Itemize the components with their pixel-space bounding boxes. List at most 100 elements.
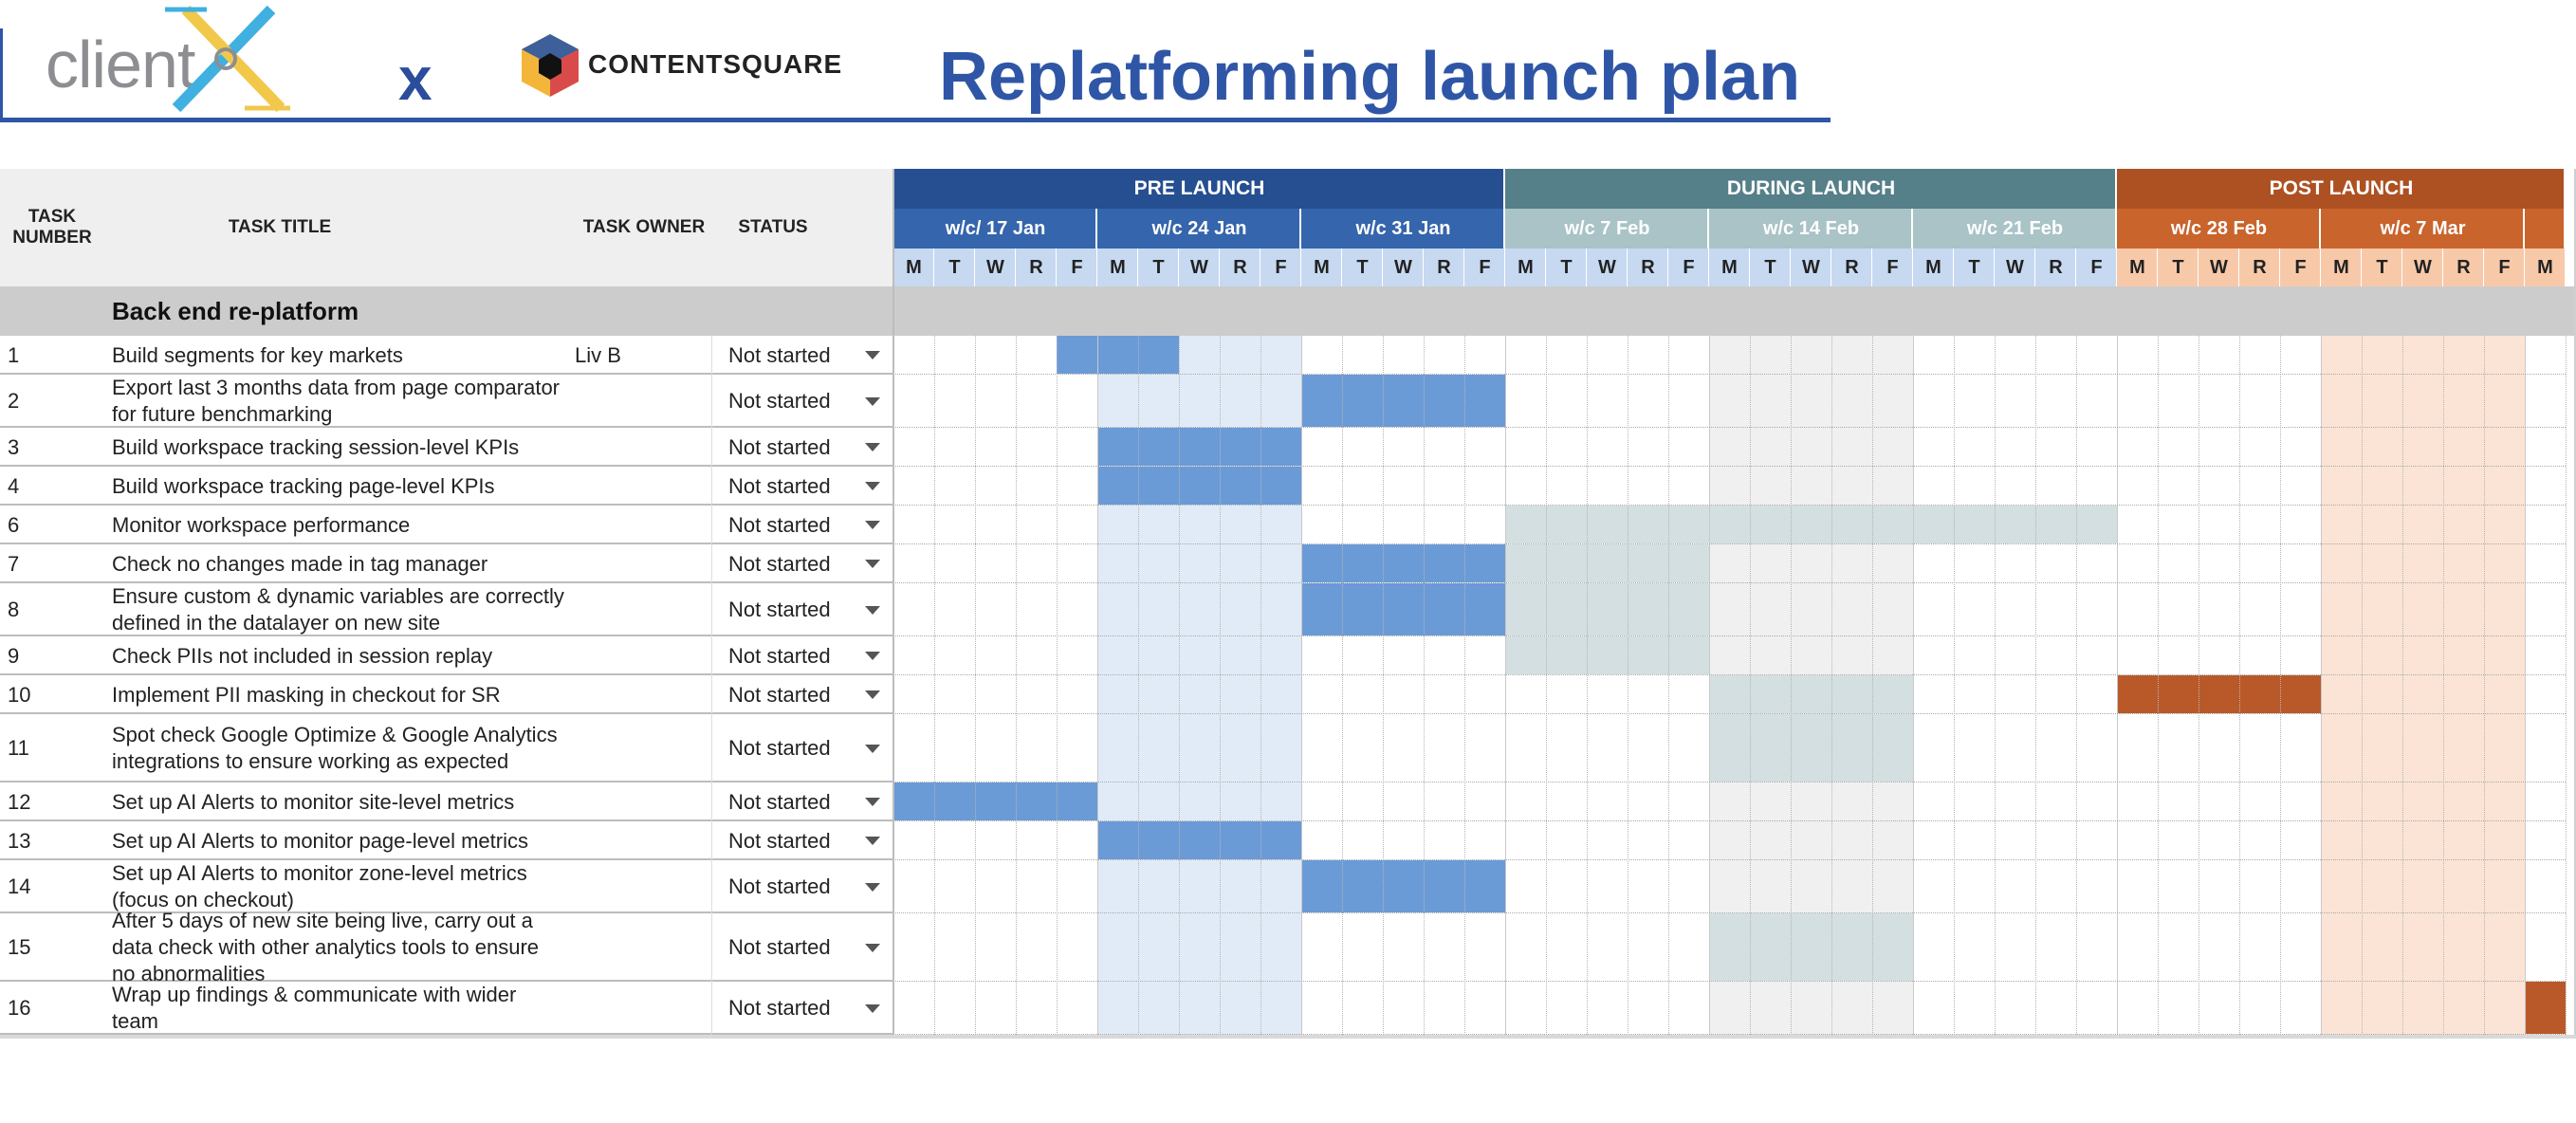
task-number: 6 <box>8 512 20 537</box>
status-dropdown[interactable]: Not started <box>728 336 893 375</box>
day-header <box>2484 249 2525 286</box>
row-gridline <box>893 713 2566 714</box>
day-letter: F <box>2498 257 2511 278</box>
day-letter: M <box>2537 257 2553 278</box>
day-letter: M <box>1314 257 1330 278</box>
day-header <box>2158 249 2199 286</box>
day-header <box>1546 249 1587 286</box>
dropdown-caret-icon[interactable] <box>865 351 880 359</box>
status-dropdown[interactable]: Not started <box>728 467 893 506</box>
day-header <box>1301 249 1342 286</box>
week-label <box>2525 209 2566 249</box>
day-header <box>1179 249 1220 286</box>
dropdown-caret-icon[interactable] <box>865 482 880 490</box>
status-dropdown[interactable]: Not started <box>728 583 893 636</box>
task-owner <box>575 982 719 1035</box>
status-dropdown[interactable]: Not started <box>728 982 893 1035</box>
status-dropdown[interactable]: Not started <box>728 428 893 467</box>
gantt-bar-during <box>1709 714 1913 782</box>
gantt-bar-pre <box>1301 375 1505 427</box>
task-title: Set up AI Alerts to monitor page-level m… <box>112 828 528 853</box>
day-header <box>1057 249 1097 286</box>
day-header <box>2076 249 2117 286</box>
task-owner <box>575 467 719 506</box>
day-header <box>2525 249 2566 286</box>
phase-header <box>2117 169 2566 209</box>
day-letter: M <box>1925 257 1941 278</box>
status-dropdown[interactable]: Not started <box>728 375 893 428</box>
status-dropdown[interactable]: Not started <box>728 913 893 982</box>
dropdown-caret-icon[interactable] <box>865 690 880 699</box>
status-dropdown[interactable]: Not started <box>728 636 893 675</box>
row-divider <box>0 712 893 714</box>
dropdown-caret-icon[interactable] <box>865 605 880 615</box>
day-header <box>2117 249 2158 286</box>
page-header: client x CONTENTSQUARE Replatforming lau… <box>0 0 2576 167</box>
day-gridline <box>2035 336 2036 1035</box>
day-letter: T <box>1968 257 1980 278</box>
dropdown-caret-icon[interactable] <box>865 882 880 892</box>
dropdown-caret-icon[interactable] <box>865 837 880 845</box>
day-header <box>2280 249 2321 286</box>
day-letter: R <box>1029 257 1043 278</box>
row-divider <box>0 673 893 675</box>
status-dropdown[interactable]: Not started <box>728 544 893 583</box>
row-divider <box>0 373 893 375</box>
task-owner <box>575 675 719 714</box>
gantt-bar-during <box>1505 506 2117 543</box>
day-gridline <box>1424 336 1425 1035</box>
dropdown-caret-icon[interactable] <box>865 521 880 529</box>
day-letter: T <box>948 257 961 278</box>
gantt-bar-post <box>2525 982 2566 1034</box>
row-divider <box>0 819 893 821</box>
row-gridline <box>893 859 2566 860</box>
day-gridline <box>2402 336 2403 1035</box>
week-header <box>2321 209 2525 249</box>
task-owner <box>575 375 719 428</box>
gantt-bar-pre <box>1301 583 1505 635</box>
day-gridline <box>1301 336 1302 1035</box>
gantt-bar-during <box>1709 913 1913 981</box>
task-owner <box>575 860 719 913</box>
row-gridline <box>893 374 2566 375</box>
task-title: Export last 3 months data from page comp… <box>112 376 561 426</box>
row-gridline <box>893 981 2566 982</box>
day-gridline <box>1750 336 1751 1035</box>
client-logo: client <box>46 6 297 115</box>
day-header <box>1913 249 1954 286</box>
day-gridline <box>975 336 976 1035</box>
day-header <box>1342 249 1383 286</box>
dropdown-caret-icon[interactable] <box>865 943 880 952</box>
dropdown-caret-icon[interactable] <box>865 652 880 660</box>
dropdown-caret-icon[interactable] <box>865 443 880 451</box>
day-header <box>1872 249 1913 286</box>
task-owner <box>575 506 719 544</box>
status-dropdown[interactable]: Not started <box>728 506 893 544</box>
day-letter: R <box>1641 257 1655 278</box>
dropdown-caret-icon[interactable] <box>865 560 880 568</box>
task-title: Spot check Google Optimize & Google Anal… <box>112 723 558 773</box>
day-letter: W <box>2006 257 2024 278</box>
day-gridline <box>2321 336 2322 1035</box>
day-header <box>893 249 934 286</box>
dropdown-caret-icon[interactable] <box>865 744 880 753</box>
task-title: After 5 days of new site being live, car… <box>112 909 540 985</box>
task-title: Build segments for key markets <box>112 342 403 367</box>
status-dropdown[interactable]: Not started <box>728 714 893 782</box>
phase-label: DURING LAUNCH <box>1726 177 1896 199</box>
task-number: 12 <box>8 789 31 814</box>
dropdown-caret-icon[interactable] <box>865 798 880 806</box>
dropdown-caret-icon[interactable] <box>865 1003 880 1013</box>
status-dropdown[interactable]: Not started <box>728 782 893 821</box>
status-dropdown[interactable]: Not started <box>728 860 893 913</box>
day-gridline <box>1342 336 1343 1035</box>
day-header <box>1831 249 1872 286</box>
status-dropdown[interactable]: Not started <box>728 675 893 714</box>
day-header <box>2321 249 2362 286</box>
gantt-bar-during <box>1709 675 1913 713</box>
row-gridline <box>893 543 2566 544</box>
row-divider <box>0 426 893 428</box>
status-dropdown[interactable]: Not started <box>728 821 893 860</box>
dropdown-caret-icon[interactable] <box>865 396 880 406</box>
day-header <box>1954 249 1995 286</box>
